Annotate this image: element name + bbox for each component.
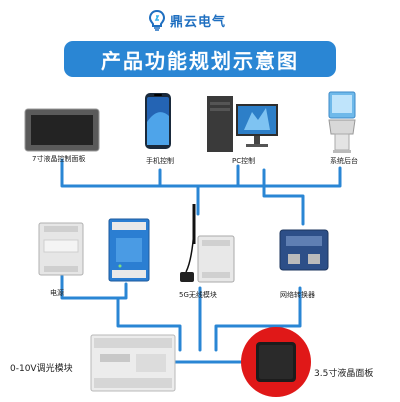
power-label: 电源 bbox=[50, 289, 64, 297]
lightbulb-icon bbox=[148, 9, 166, 31]
gateway-down-wire bbox=[214, 286, 302, 352]
wireless-label: 5G无线模块 bbox=[179, 291, 217, 299]
controller-device bbox=[108, 218, 150, 282]
backend-label: 系统后台 bbox=[330, 157, 358, 165]
phone-device bbox=[144, 92, 172, 150]
gateway-label: 网络转换器 bbox=[280, 291, 315, 299]
brand-name: 鼎云电气 bbox=[170, 14, 227, 30]
pc-label: PC控制 bbox=[232, 157, 256, 165]
backend-device bbox=[325, 90, 359, 154]
wireless-device bbox=[176, 200, 238, 286]
phone-label: 手机控制 bbox=[146, 157, 174, 165]
gateway-device bbox=[278, 226, 330, 274]
lcd7-label: 7寸液晶控制面板 bbox=[32, 155, 86, 163]
dimmer-label: 0-10V调光模块 bbox=[10, 364, 73, 374]
power-device bbox=[38, 222, 84, 276]
brand-logo: 鼎云电气 bbox=[148, 9, 226, 31]
pc-device bbox=[206, 96, 280, 154]
lcd35-device bbox=[240, 326, 312, 398]
top-bus-wire bbox=[60, 158, 342, 188]
lcd35-label: 3.5寸液晶面板 bbox=[314, 369, 374, 379]
page-title: 产品功能规划示意图 bbox=[101, 48, 299, 73]
lcd7-device bbox=[24, 108, 100, 152]
dimmer-device bbox=[90, 334, 176, 392]
power-wire bbox=[60, 274, 128, 300]
title-banner: 产品功能规划示意图 bbox=[64, 41, 336, 77]
controller-to-dimmer-wire bbox=[116, 298, 182, 352]
backend-to-gateway-wire bbox=[262, 168, 305, 226]
